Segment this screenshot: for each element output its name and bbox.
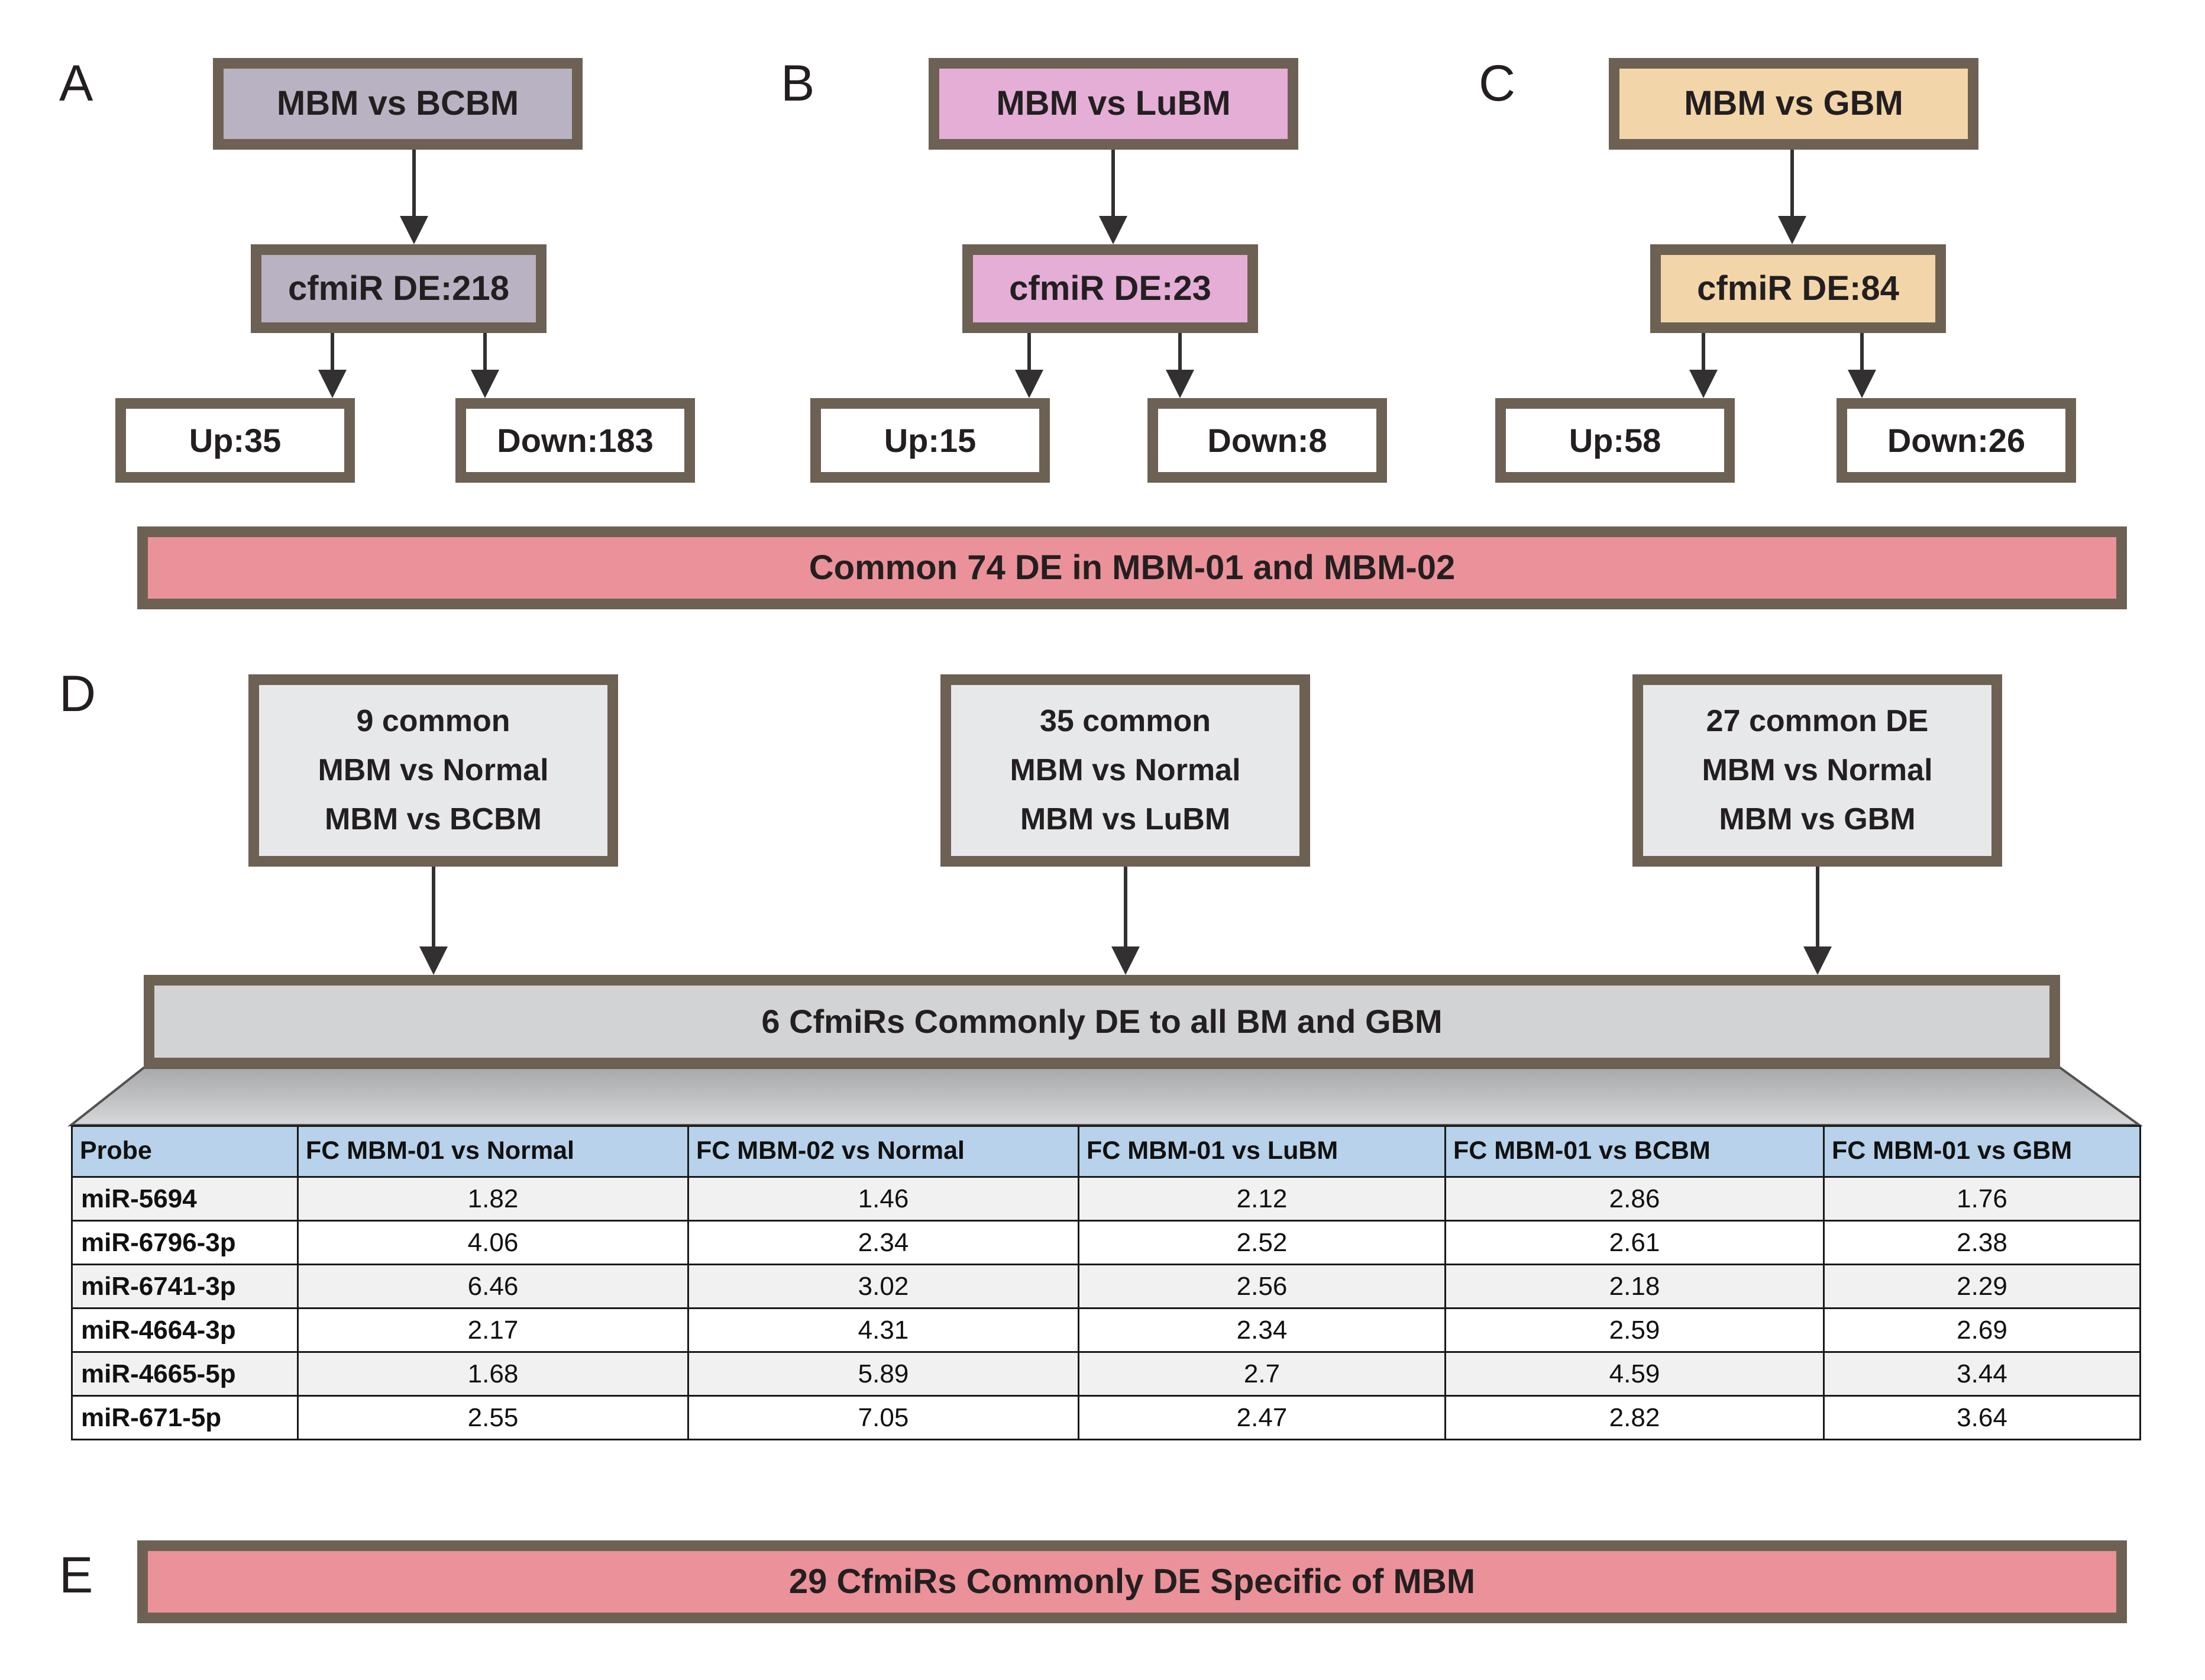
fc-table-cell-value: 2.86 — [1444, 1176, 1825, 1222]
panel-b-comparison-box: MBM vs LuBM — [929, 58, 1298, 150]
panel-d-box-lubm: 35 common MBM vs Normal MBM vs LuBM — [940, 674, 1310, 867]
fc-table-cell-value: 1.76 — [1823, 1176, 2141, 1222]
panel-d-box-bcbm-line1: 9 common — [356, 704, 510, 738]
panel-c-up-label: Up:58 — [1569, 421, 1661, 459]
panel-a-de-label: cfmiR DE:218 — [288, 269, 509, 308]
fc-table-col-mbm01-gbm: FC MBM-01 vs GBM — [1823, 1125, 2141, 1178]
fc-table-cell-probe: miR-671-5p — [71, 1395, 299, 1440]
panel-a-comparison-label: MBM vs BCBM — [276, 84, 519, 123]
panel-d-box-lubm-line1: 35 common — [1040, 704, 1211, 738]
panel-b-up-box: Up:15 — [810, 398, 1050, 483]
fc-table-cell-probe: miR-4664-3p — [71, 1307, 299, 1353]
panel-a-de-box: cfmiR DE:218 — [251, 244, 547, 333]
panel-c-de-label: cfmiR DE:84 — [1697, 269, 1899, 308]
panel-d-box-lubm-line3: MBM vs LuBM — [1020, 802, 1231, 836]
fc-table-cell-value: 2.47 — [1078, 1395, 1446, 1440]
fc-table-cell-value: 4.59 — [1444, 1351, 1825, 1397]
panel-letter-a: A — [59, 55, 93, 112]
panel-b-de-box: cfmiR DE:23 — [962, 244, 1258, 333]
fc-table-cell-value: 2.38 — [1823, 1220, 2141, 1265]
fc-table-col-mbm01-lubm: FC MBM-01 vs LuBM — [1078, 1125, 1446, 1178]
fc-table-cell-value: 4.06 — [297, 1220, 689, 1265]
fc-table-col-mbm02-normal: FC MBM-02 vs Normal — [687, 1125, 1079, 1178]
panel-d-box-gbm-line1: 27 common DE — [1706, 704, 1929, 738]
panel-d-box-bcbm-line3: MBM vs BCBM — [325, 802, 542, 836]
fc-table-cell-value: 2.7 — [1078, 1351, 1446, 1397]
cfmirs-banner: 6 CfmiRs Commonly DE to all BM and GBM — [144, 975, 2060, 1068]
fc-table-cell-value: 1.82 — [297, 1176, 689, 1222]
fc-table-header-row: Probe FC MBM-01 vs Normal FC MBM-02 vs N… — [71, 1125, 2141, 1178]
fc-table-cell-probe: miR-6796-3p — [71, 1220, 299, 1265]
fc-table-cell-value: 2.55 — [297, 1395, 689, 1440]
fc-table-cell-value: 2.29 — [1823, 1264, 2141, 1309]
fc-table-cell-value: 2.34 — [1078, 1307, 1446, 1353]
fc-table-cell-value: 6.46 — [297, 1264, 689, 1309]
panel-c-de-box: cfmiR DE:84 — [1650, 244, 1946, 333]
panel-d-box-bcbm-line2: MBM vs Normal — [318, 753, 549, 787]
fc-table-cell-value: 1.46 — [687, 1176, 1079, 1222]
fc-table-cell-value: 3.02 — [687, 1264, 1079, 1309]
panel-letter-d: D — [59, 665, 96, 722]
panel-letter-b: B — [781, 55, 815, 112]
panel-c-up-box: Up:58 — [1495, 398, 1735, 483]
panel-d-box-gbm: 27 common DE MBM vs Normal MBM vs GBM — [1632, 674, 2002, 867]
fc-table-cell-value: 2.69 — [1823, 1307, 2141, 1353]
panel-c-down-box: Down:26 — [1837, 398, 2076, 483]
panel-b-de-label: cfmiR DE:23 — [1009, 269, 1211, 308]
panel-d-box-gbm-line2: MBM vs Normal — [1702, 753, 1933, 787]
fc-table-cell-value: 5.89 — [687, 1351, 1079, 1397]
panel-a-up-label: Up:35 — [189, 421, 282, 459]
fc-table-cell-value: 2.18 — [1444, 1264, 1825, 1309]
fc-table-cell-value: 3.44 — [1823, 1351, 2141, 1397]
fc-table-cell-value: 3.64 — [1823, 1395, 2141, 1440]
panel-d-box-gbm-line3: MBM vs GBM — [1719, 802, 1916, 836]
fc-table-col-mbm01-normal: FC MBM-01 vs Normal — [297, 1125, 689, 1178]
panel-b-comparison-label: MBM vs LuBM — [996, 84, 1231, 123]
panel-d-box-lubm-line2: MBM vs Normal — [1010, 753, 1241, 787]
common-de-bar: Common 74 DE in MBM-01 and MBM-02 — [137, 526, 2127, 609]
fc-table-cell-value: 4.31 — [687, 1307, 1079, 1353]
panel-d-box-bcbm: 9 common MBM vs Normal MBM vs BCBM — [248, 674, 618, 867]
panel-a-up-box: Up:35 — [115, 398, 355, 483]
panel-b-down-box: Down:8 — [1147, 398, 1387, 483]
fc-table-cell-value: 2.56 — [1078, 1264, 1446, 1309]
fc-table-cell-value: 1.68 — [297, 1351, 689, 1397]
panel-c-comparison-label: MBM vs GBM — [1684, 84, 1903, 123]
fc-table-cell-probe: miR-6741-3p — [71, 1264, 299, 1309]
panel-b-down-label: Down:8 — [1207, 421, 1327, 459]
panel-c-down-label: Down:26 — [1887, 421, 2026, 459]
fc-table-cell-value: 2.52 — [1078, 1220, 1446, 1265]
fc-table-cell-value: 2.34 — [687, 1220, 1079, 1265]
panel-a-down-label: Down:183 — [497, 421, 654, 459]
panel-letter-c: C — [1479, 55, 1516, 112]
fc-table-cell-value: 2.59 — [1444, 1307, 1825, 1353]
panel-c-comparison-box: MBM vs GBM — [1609, 58, 1978, 150]
fc-table-cell-value: 2.12 — [1078, 1176, 1446, 1222]
panel-a-down-box: Down:183 — [455, 398, 695, 483]
fc-table-cell-value: 7.05 — [687, 1395, 1079, 1440]
fc-table-cell-value: 2.82 — [1444, 1395, 1825, 1440]
panel-e-label: 29 CfmiRs Commonly DE Specific of MBM — [788, 1562, 1476, 1601]
fc-table-cell-value: 2.17 — [297, 1307, 689, 1353]
fc-table: Probe FC MBM-01 vs Normal FC MBM-02 vs N… — [71, 1125, 2141, 1440]
fc-table-cell-probe: miR-5694 — [71, 1176, 299, 1222]
fc-table-col-mbm01-bcbm: FC MBM-01 vs BCBM — [1444, 1125, 1825, 1178]
cfmirs-banner-label: 6 CfmiRs Commonly DE to all BM and GBM — [761, 1003, 1443, 1040]
panel-e-bar: 29 CfmiRs Commonly DE Specific of MBM — [137, 1540, 2127, 1623]
fc-table-cell-probe: miR-4665-5p — [71, 1351, 299, 1397]
panel-letter-e: E — [59, 1547, 93, 1604]
panel-a-comparison-box: MBM vs BCBM — [213, 58, 583, 150]
common-de-label: Common 74 DE in MBM-01 and MBM-02 — [809, 548, 1456, 587]
fc-table-cell-value: 2.61 — [1444, 1220, 1825, 1265]
fc-table-col-probe: Probe — [71, 1125, 299, 1178]
panel-b-up-label: Up:15 — [884, 421, 977, 459]
